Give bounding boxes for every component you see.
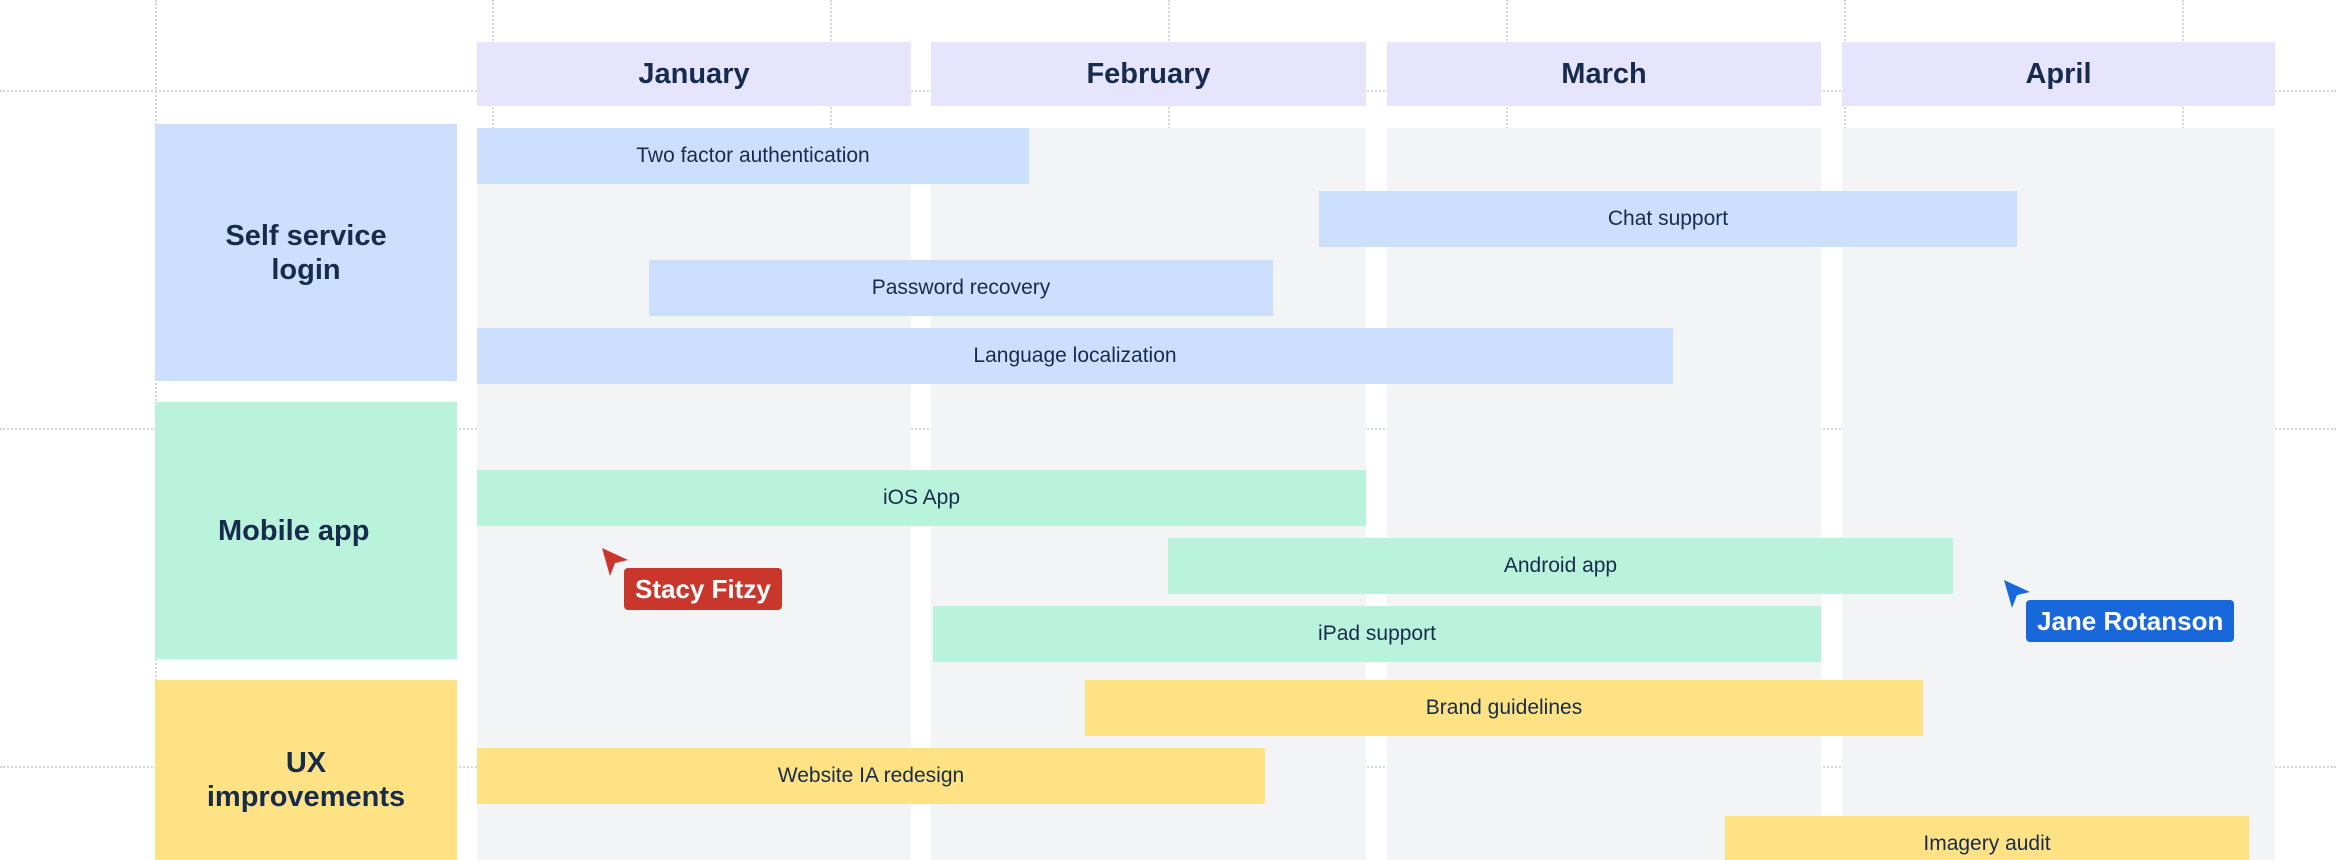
swimlane-label: UX — [285, 747, 327, 779]
task-bar-imagery-audit[interactable]: Imagery audit — [1725, 816, 2249, 860]
swimlane-label: Mobile app — [218, 514, 370, 547]
task-bar-language-localization[interactable]: Language localization — [477, 328, 1673, 384]
collaborator-label-stacy-fitzy: Stacy Fitzy — [624, 568, 782, 610]
task-bar-ios-app[interactable]: iOS App — [477, 470, 1366, 526]
task-bar-ipad-support[interactable]: iPad support — [933, 606, 1821, 662]
swimlane-label: improvements — [206, 781, 406, 813]
task-bar-android-app[interactable]: Android app — [1168, 538, 1953, 594]
collaborator-label-jane-rotanson: Jane Rotanson — [2026, 600, 2235, 642]
month-header-january[interactable]: January — [477, 42, 911, 106]
swimlane-label: Self service — [225, 219, 387, 252]
month-header-february[interactable]: February — [931, 42, 1366, 106]
task-bar-chat-support[interactable]: Chat support — [1319, 191, 2017, 247]
cursor-arrow-icon — [602, 548, 628, 576]
swimlane-label: login — [271, 253, 341, 286]
task-bar-brand-guidelines[interactable]: Brand guidelines — [1085, 680, 1923, 736]
task-bar-password-recovery[interactable]: Password recovery — [649, 260, 1273, 316]
month-header-april[interactable]: April — [1842, 42, 2275, 106]
month-column-april — [1842, 128, 2275, 860]
month-header-march[interactable]: March — [1387, 42, 1821, 106]
task-bar-two-factor-authentication[interactable]: Two factor authentication — [477, 128, 1029, 184]
swimlane-ux-improvements[interactable]: UX improvements — [155, 680, 457, 860]
cursor-arrow-icon — [2004, 580, 2030, 608]
month-column-march — [1387, 128, 1821, 860]
swimlane-mobile-app[interactable]: Mobile app — [155, 402, 457, 659]
task-bar-website-ia-redesign[interactable]: Website IA redesign — [477, 748, 1265, 804]
swimlane-self-service-login[interactable]: Self service login — [155, 124, 457, 381]
